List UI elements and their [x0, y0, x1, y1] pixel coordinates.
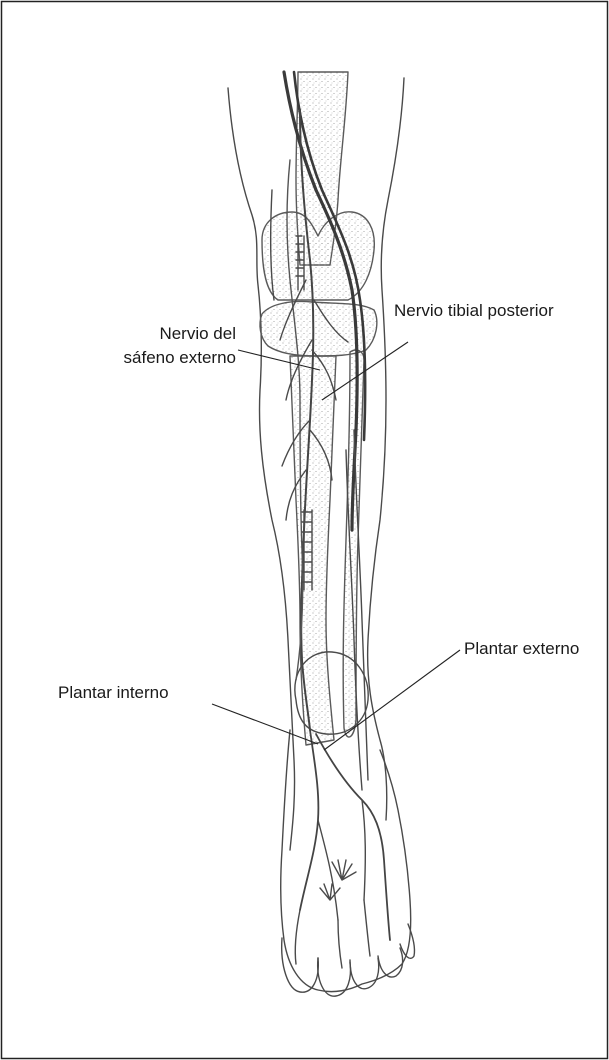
label-plantar-int: Plantar interno — [58, 683, 169, 702]
plantar-nerve-lateral — [316, 734, 390, 940]
plantar-nerve-medial — [300, 730, 318, 910]
toe-3 — [350, 958, 379, 989]
foot-branch-5 — [364, 900, 370, 956]
toe-1 — [282, 938, 319, 992]
tibia-plateau — [260, 302, 377, 357]
leg-outline-left — [228, 88, 295, 850]
label-saphenous-line1: Nervio del — [159, 324, 236, 343]
tibia-shaft — [290, 356, 336, 745]
leader-plantar-int — [212, 704, 318, 744]
foot-branch-3 — [295, 910, 300, 964]
leg-outline-right — [368, 78, 404, 820]
label-tibial: Nervio tibial posterior — [394, 301, 554, 320]
foot-branch-4 — [338, 920, 342, 968]
label-plantar-ext: Plantar externo — [464, 639, 579, 658]
foot-branch-2 — [362, 800, 365, 900]
label-saphenous-line2: sáfeno externo — [124, 348, 236, 367]
foot-branch-1 — [318, 820, 338, 920]
foot-fan — [332, 860, 356, 880]
fibula — [343, 350, 364, 737]
foot-fan-2 — [320, 884, 340, 900]
